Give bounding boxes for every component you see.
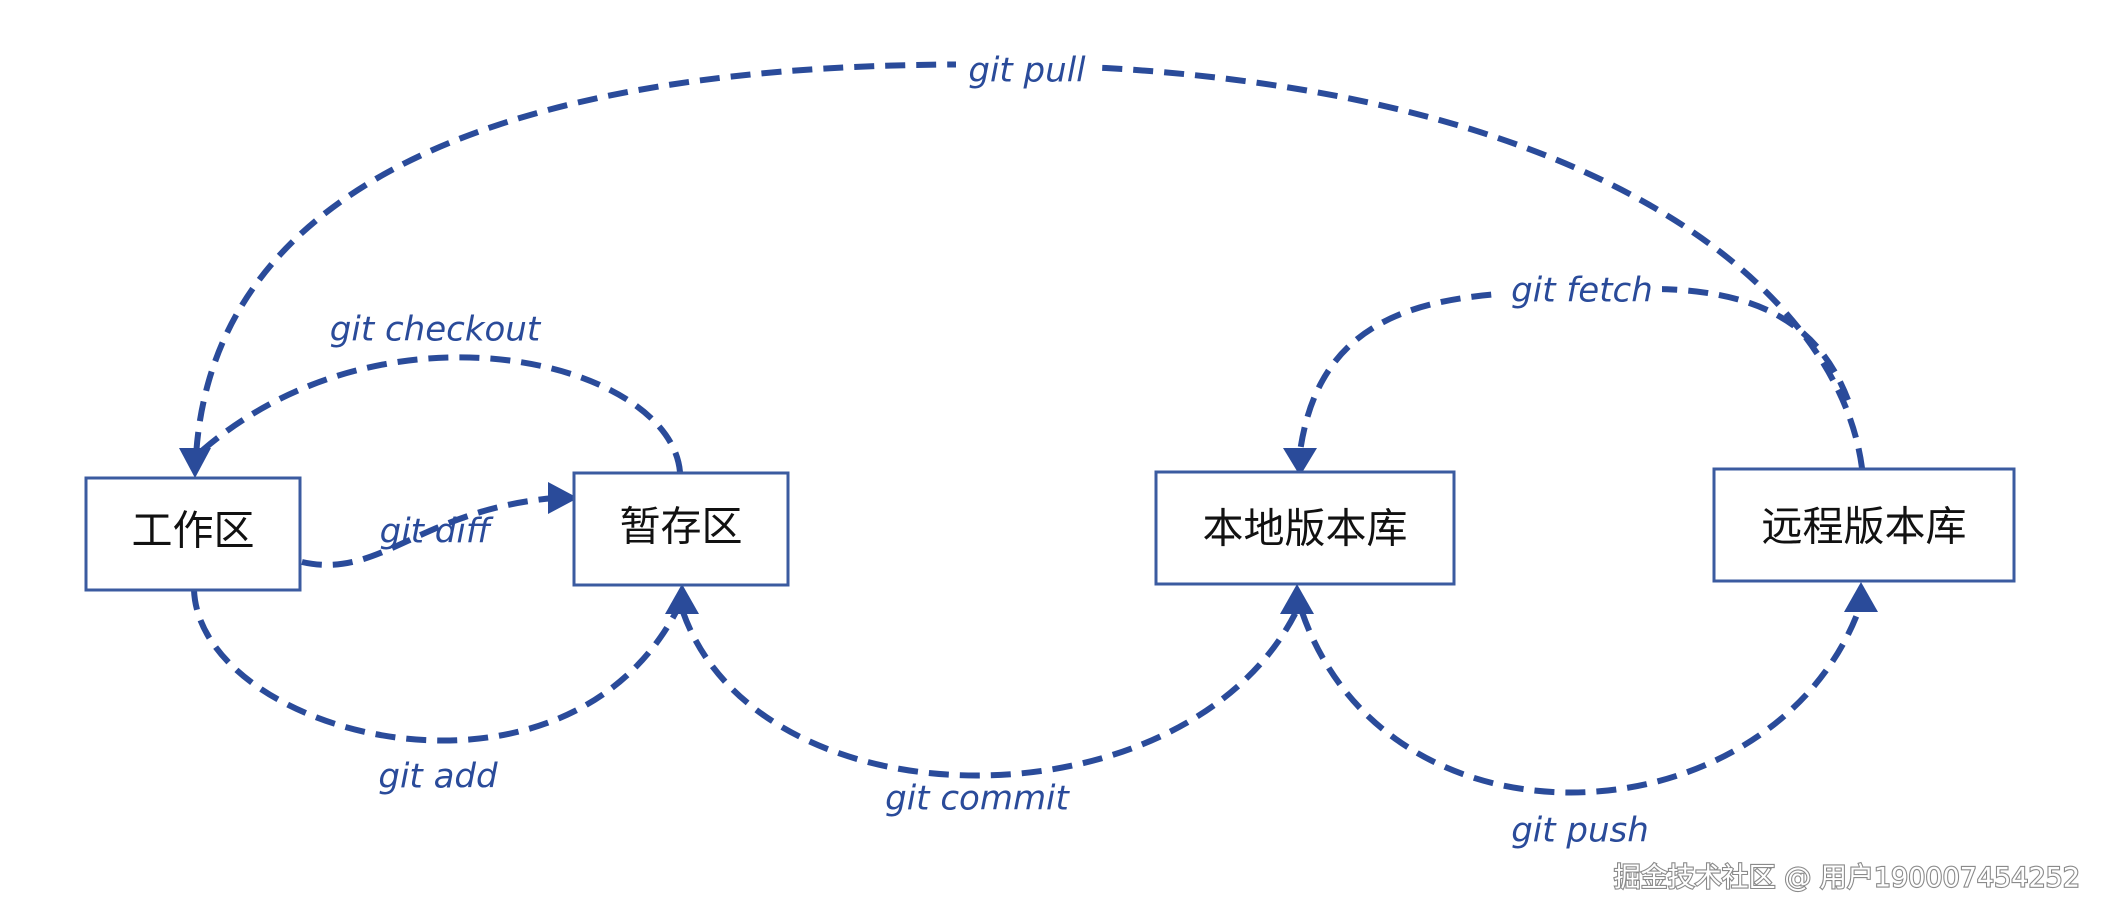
edge-git-fetch [1297,285,1851,453]
label-git-diff: git diff [380,512,494,552]
node-staging: 暂存区 [572,471,790,587]
label-git-fetch: git fetch [1511,271,1653,311]
label-git-pull: git pull [968,51,1086,91]
label-git-commit: git commit [885,779,1070,819]
node-remote-repo: 远程版本库 [1712,467,2016,583]
node-workspace: 工作区 [84,476,302,592]
arrowhead-staging-left [548,482,578,514]
arrowhead-workspace-top [179,448,211,478]
edge-git-pull [193,61,1865,469]
arrowhead-remote-bottom [1844,582,1878,612]
label-git-push: git push [1511,811,1649,851]
arrowhead-staging-bottom [665,584,699,614]
node-workspace-label: 工作区 [132,507,255,555]
node-staging-label: 暂存区 [620,503,743,551]
edge-git-diff [301,495,555,568]
arrowhead-local-top [1283,448,1317,476]
edge-git-commit [680,610,1299,779]
node-remote-repo-label: 远程版本库 [1762,503,1967,551]
watermark-text: 掘金技术社区 @ 用户190007454252 [1614,863,2080,894]
arrowhead-local-bottom [1280,584,1314,614]
label-git-add: git add [378,757,498,797]
edge-git-add [191,589,679,744]
label-git-checkout: git checkout [330,310,542,350]
edge-git-push [1299,610,1861,796]
edge-git-checkout [193,354,683,473]
node-local-repo-label: 本地版本库 [1203,505,1408,553]
node-local-repo: 本地版本库 [1154,470,1456,586]
